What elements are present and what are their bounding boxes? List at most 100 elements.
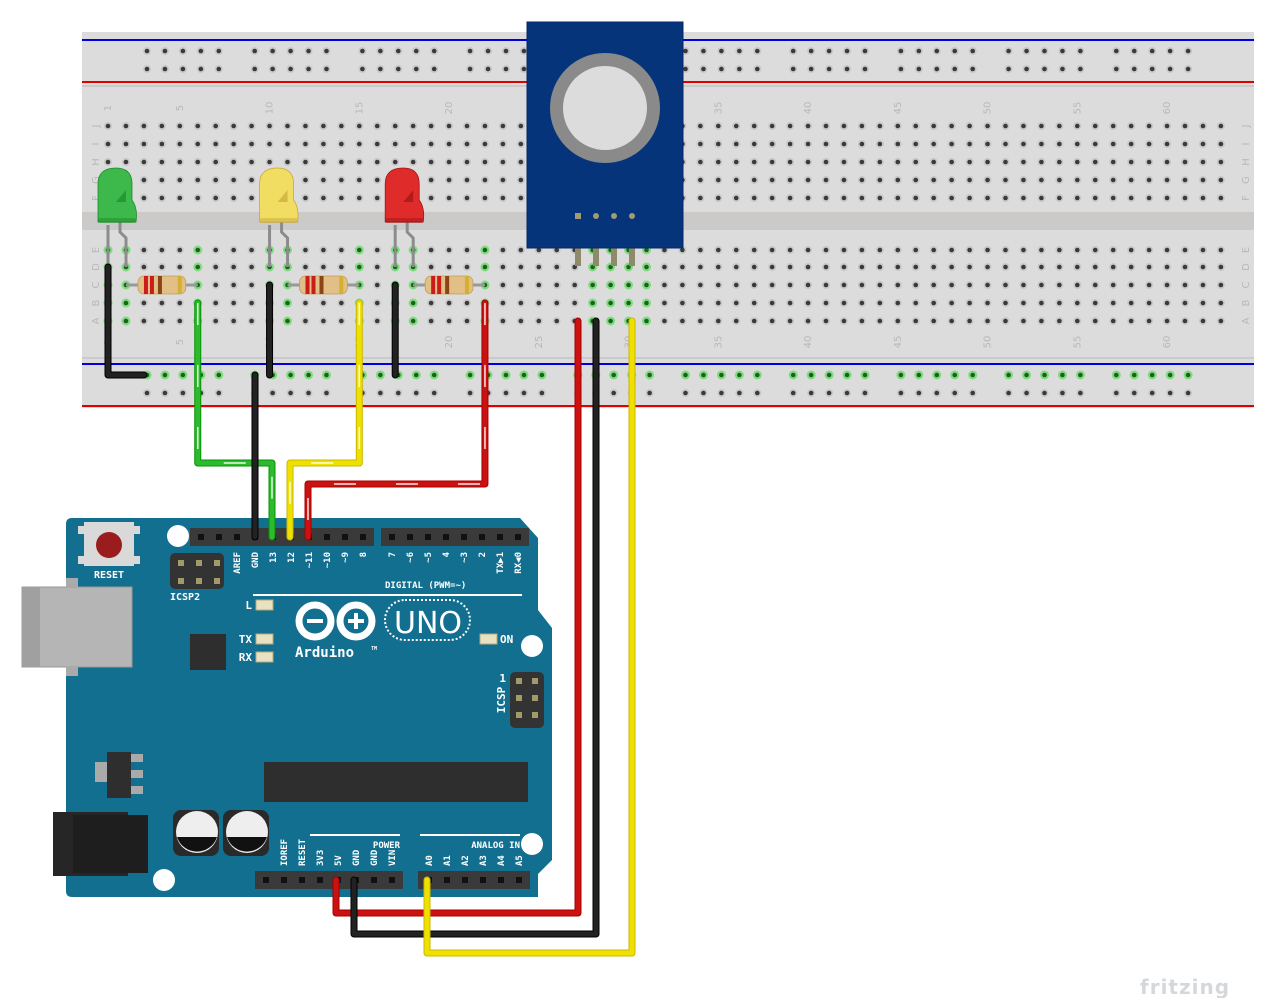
breadboard-components	[97, 167, 485, 295]
header-pin	[216, 534, 222, 540]
hole	[159, 300, 165, 306]
hole	[1039, 247, 1044, 253]
hole	[751, 177, 757, 183]
hole	[1128, 264, 1134, 270]
hole	[1164, 264, 1170, 270]
hole	[1149, 48, 1155, 54]
hole	[518, 264, 524, 270]
hole	[1024, 48, 1029, 54]
icsp2-pin	[196, 578, 202, 584]
hole	[177, 177, 183, 183]
hole	[733, 264, 739, 270]
hole	[428, 318, 434, 324]
hole	[1003, 282, 1008, 288]
hole	[1039, 159, 1044, 165]
hole	[303, 177, 308, 183]
hole	[787, 141, 793, 147]
hole	[231, 177, 236, 183]
wire-shine	[289, 303, 361, 537]
led-rim	[259, 218, 298, 223]
hole	[970, 372, 975, 378]
led-rim	[385, 218, 424, 223]
column-number-bottom: 20	[444, 336, 455, 349]
hole	[716, 195, 721, 201]
hole	[1128, 247, 1134, 253]
hole	[967, 264, 972, 270]
hole	[144, 390, 150, 396]
dc-power-jack-barrel	[73, 815, 148, 873]
hole	[1075, 141, 1080, 147]
hole	[431, 48, 437, 54]
hole	[378, 372, 383, 378]
hole	[1128, 177, 1134, 183]
hole	[1146, 195, 1152, 201]
header-pin	[263, 877, 269, 883]
hole	[428, 264, 434, 270]
hole	[1200, 282, 1206, 288]
hole	[895, 177, 901, 183]
wire-black-sensor-gnd	[350, 317, 600, 938]
led-die-icon	[265, 190, 288, 202]
hole	[1039, 264, 1044, 270]
hole	[500, 300, 506, 306]
hole	[306, 372, 311, 378]
hole	[105, 159, 111, 165]
hole	[357, 141, 362, 147]
red-led	[384, 167, 425, 267]
sensor-pad	[593, 213, 599, 219]
hole	[213, 318, 218, 324]
icsp2-pin	[196, 560, 202, 566]
digital-pin-label: RX◀0	[514, 552, 524, 574]
hole	[985, 159, 990, 165]
hole	[967, 195, 972, 201]
hole	[931, 247, 936, 253]
hole	[231, 300, 236, 306]
hole	[1057, 141, 1062, 147]
hole	[877, 318, 883, 324]
hole	[1182, 264, 1188, 270]
hole	[898, 390, 904, 396]
hole	[249, 195, 254, 201]
hole	[503, 66, 509, 72]
usb-connector	[21, 586, 133, 668]
hole	[1131, 390, 1137, 396]
hole	[823, 318, 829, 324]
hole	[1185, 48, 1191, 54]
hole	[1042, 48, 1047, 54]
resistor-band	[437, 276, 442, 294]
hole	[680, 264, 685, 270]
hole	[464, 318, 470, 324]
hole	[985, 282, 990, 288]
hole	[159, 177, 165, 183]
icsp-pin1-label: 1	[499, 672, 506, 685]
hole	[464, 195, 470, 201]
hole	[787, 123, 793, 129]
hole	[180, 390, 186, 396]
hole	[500, 247, 506, 253]
hole	[716, 318, 721, 324]
hole	[683, 390, 688, 396]
hole	[144, 48, 150, 54]
hole	[626, 300, 631, 306]
hole	[737, 390, 742, 396]
hole	[1060, 390, 1065, 396]
hole	[877, 247, 883, 253]
hole	[339, 141, 344, 147]
hole	[1110, 264, 1116, 270]
hole	[428, 123, 434, 129]
hole	[895, 159, 901, 165]
hole	[1003, 264, 1008, 270]
header-pin	[234, 534, 240, 540]
hole	[805, 282, 811, 288]
hole	[877, 264, 883, 270]
hole	[141, 247, 147, 253]
hole	[1057, 177, 1062, 183]
hole	[862, 372, 868, 378]
column-number-top: 10	[265, 102, 276, 115]
icsp2-label: ICSP2	[170, 592, 200, 603]
hole	[913, 264, 919, 270]
hole	[105, 141, 111, 147]
hole	[859, 264, 865, 270]
hole	[1182, 123, 1188, 129]
hole	[769, 177, 775, 183]
